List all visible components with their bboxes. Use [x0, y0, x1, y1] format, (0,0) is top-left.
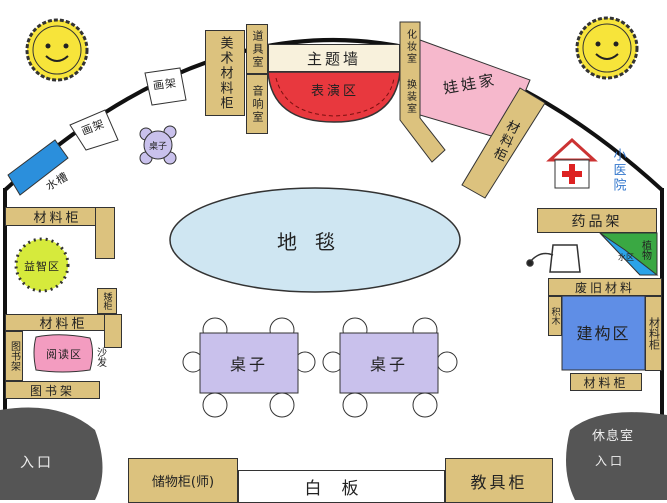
- sun-icon-right: [575, 16, 639, 80]
- entrance-right-shape: [566, 412, 667, 500]
- carpet-shape: [169, 187, 461, 293]
- whiteboard: 白板: [238, 470, 445, 503]
- reading-area-label: 阅读区: [46, 348, 82, 361]
- easel-2-shape: [144, 67, 187, 106]
- reading-area-shape: [33, 334, 93, 373]
- table-2-label: 桌子: [369, 355, 408, 374]
- hospital-icon: [546, 137, 598, 189]
- makeup-room-shape: [399, 21, 446, 163]
- entrance-left-shape: [0, 407, 103, 500]
- dressing-room-label: 换装室: [404, 79, 416, 115]
- medicine-shelf: 药品架: [537, 208, 657, 233]
- storage-cabinet-teacher: 储物柜(师): [128, 458, 238, 503]
- theme-wall: 主题墙: [268, 44, 400, 72]
- sun-icon-left: [25, 18, 89, 82]
- performance-area-label: 表演区: [310, 83, 359, 99]
- water-area-shape: [599, 232, 659, 276]
- material-cabinet-left-1-side: [95, 207, 115, 259]
- small-hospital-label: 小医院: [610, 147, 626, 193]
- sound-room: 音响室: [246, 74, 268, 134]
- material-cabinet-left-1: 材料柜: [5, 207, 110, 226]
- material-cabinet-top-right-shape: [461, 87, 546, 199]
- watering-can-icon: [526, 244, 581, 273]
- puzzle-area-shape: [14, 237, 70, 293]
- rest-room-label: 休息室: [591, 428, 634, 444]
- table-2-shape: [339, 332, 439, 394]
- small-table-shape: [139, 125, 177, 165]
- plants-label: 植物: [639, 240, 651, 260]
- sofa-label: 沙发: [94, 347, 106, 367]
- table-1-label: 桌子: [229, 355, 268, 374]
- material-cabinet-left-2-side: [104, 314, 122, 348]
- building-area-shape: [561, 295, 646, 371]
- sink-shape: [7, 139, 69, 196]
- material-cabinet-right-side: 材料柜: [645, 296, 662, 371]
- carpet-label: 地毯: [277, 229, 353, 254]
- table-1-shape: [199, 332, 299, 394]
- material-cabinet-right-bottom: 材料柜: [570, 373, 642, 391]
- puzzle-area-label: 益智区: [24, 260, 60, 273]
- art-material-cabinet: 美术材料柜: [205, 30, 245, 116]
- waste-materials-shelf: 废旧材料: [548, 278, 662, 296]
- entrance-left[interactable]: 入口: [20, 455, 54, 471]
- teaching-aids-cabinet: 教具柜: [445, 458, 553, 503]
- blocks-shelf: 积木: [548, 296, 562, 336]
- material-cabinet-left-2: 材料柜: [5, 314, 122, 332]
- building-area-label: 建构区: [576, 324, 631, 343]
- bookshelf-bottom: 图书架: [5, 381, 100, 399]
- entrance-right[interactable]: 入口: [594, 453, 625, 468]
- small-table-label: 桌子: [148, 141, 167, 152]
- low-cabinet: 矮柜: [97, 288, 117, 314]
- easel-1-shape: [69, 109, 119, 151]
- bookshelf-side: 图书架: [5, 331, 23, 381]
- props-room: 道具室: [246, 24, 268, 74]
- makeup-room-label: 化妆室: [404, 29, 416, 65]
- water-area-label: 水区: [618, 252, 634, 262]
